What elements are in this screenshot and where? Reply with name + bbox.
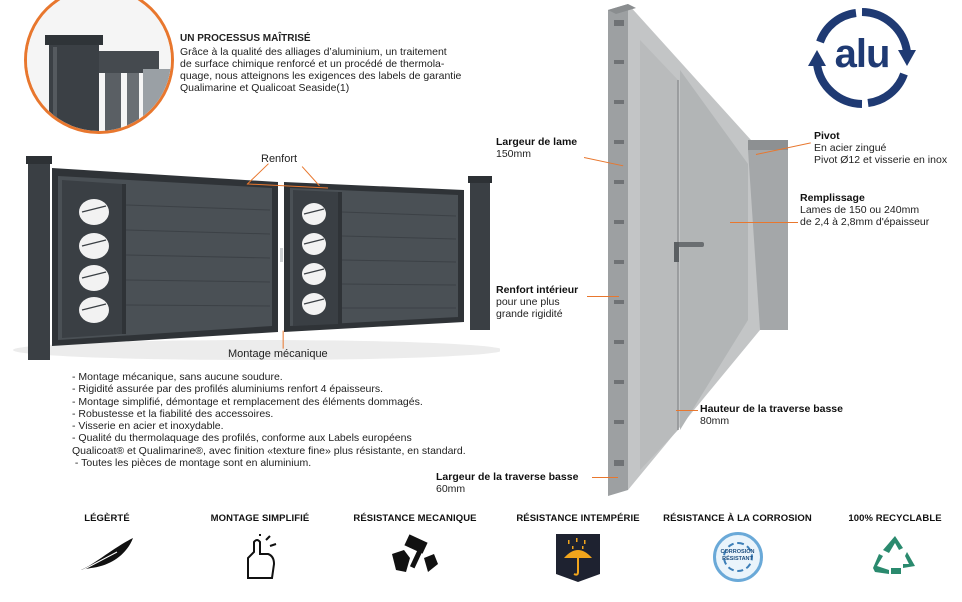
- feature-list-item: - Toutes les pièces de montage sont en a…: [72, 457, 312, 470]
- renfort-interieur-leader: [587, 296, 619, 298]
- intro-block: UN PROCESSUS MAÎTRISÉ Grâce à la qualité…: [180, 33, 520, 94]
- feature-resistance-intemperie: RÉSISTANCE INTEMPÉRIE: [508, 513, 648, 582]
- feature-icon: [247, 534, 277, 579]
- feature-legerete: LÉGÈRTÉ: [52, 513, 162, 574]
- feature-list-item: - Visserie en acier et inoxydable.: [72, 420, 224, 433]
- intro-line: quage, nous atteignons les exigences des…: [180, 70, 462, 82]
- remplissage-leader: [730, 222, 798, 224]
- feature-resistance-corrosion: RÉSISTANCE À LA CORROSION CORROSION RÉSI…: [655, 513, 820, 582]
- alu-logo-text: alu: [834, 32, 891, 76]
- callout-pivot: Pivot En acier zingué Pivot Ø12 et visse…: [814, 130, 948, 166]
- callout-largeur-traverse: Largeur de la traverse basse 60mm: [436, 471, 579, 495]
- profile-illustration: [608, 4, 788, 496]
- features-list: - Montage mécanique, sans aucune soudure…: [72, 371, 532, 469]
- corrosion-badge-icon: CORROSION RÉSISTANT: [712, 532, 763, 582]
- callout-hauteur-traverse: Hauteur de la traverse basse 80mm: [700, 403, 843, 427]
- feature-icon: [873, 536, 915, 574]
- renfort-label: Renfort: [261, 153, 298, 165]
- intro-line: Grâce à la qualité des alliages d’alumin…: [180, 46, 447, 58]
- feature-list-item: Qualicoat® et Qualimarine®, avec finitio…: [72, 444, 466, 457]
- feature-list-item: - Robustesse et la fiabilité des accesso…: [72, 407, 274, 420]
- feature-icon: [78, 538, 133, 573]
- alu-recycle-arrows-icon: [808, 8, 916, 108]
- intro-line: de surface chimique renforcé et un procé…: [180, 58, 445, 70]
- intro-title: UN PROCESSUS MAÎTRISÉ: [180, 33, 311, 44]
- feature-list-item: - Qualité du thermolaquage des profilés,…: [72, 432, 412, 445]
- callout-largeur-lame: Largeur de lame 150mm: [496, 136, 578, 160]
- callout-renfort-interieur: Renfort intérieur pour une plus grande r…: [496, 284, 579, 320]
- callout-remplissage: Remplissage Lames de 150 ou 240mm de 2,4…: [800, 192, 930, 228]
- post-detail-illustration: [27, 0, 171, 131]
- gate-illustration: [13, 156, 500, 360]
- feature-icon: [556, 534, 600, 582]
- montage-label: Montage mécanique: [228, 348, 328, 360]
- feature-icon: [392, 534, 438, 572]
- hauteur-traverse-leader: [676, 410, 698, 412]
- feature-recyclable: 100% RECYCLABLE: [840, 513, 950, 576]
- corrosion-badge-text: CORROSION RÉSISTANT: [720, 549, 755, 562]
- feature-montage-simplifie: MONTAGE SIMPLIFIÉ: [200, 513, 320, 580]
- montage-leader: [282, 330, 284, 349]
- alu-logo: alu: [806, 2, 918, 114]
- feature-list-item: - Rigidité assurée par des profilés alum…: [72, 383, 384, 396]
- feature-list-item: - Montage mécanique, sans aucune soudure…: [72, 371, 283, 383]
- detail-zoom-circle: [24, 0, 174, 134]
- intro-line: Qualimarine et Qualicoat Seaside(1): [180, 82, 350, 94]
- feature-resistance-mecanique: RÉSISTANCE MECANIQUE: [345, 513, 485, 576]
- largeur-traverse-leader: [592, 477, 618, 479]
- feature-list-item: - Montage simplifié, démontage et rempla…: [72, 395, 423, 408]
